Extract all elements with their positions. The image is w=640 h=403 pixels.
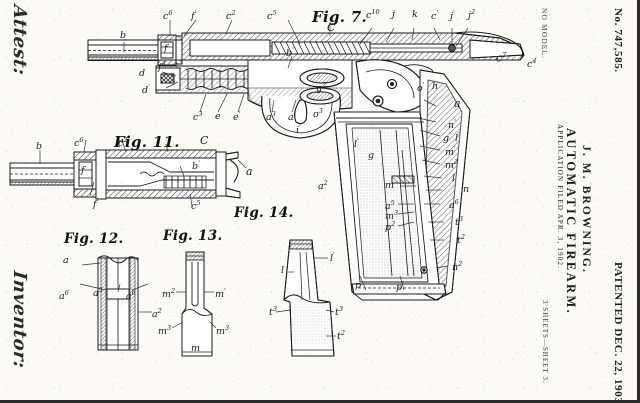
- ref-fig7-n2: n2: [452, 260, 463, 274]
- ref-fig7-m: m: [385, 180, 395, 191]
- inventor-name: J. M. BROWNING.: [580, 145, 592, 274]
- ref-fig14-t3r: t3: [335, 305, 343, 319]
- ref-fig11-a: a: [246, 165, 253, 178]
- ref-fig7-lp2: l': [455, 131, 460, 145]
- ref-fig7-b: b: [120, 30, 127, 41]
- ref-fig7-c10: c10: [366, 8, 380, 22]
- ref-fig7-k: k: [412, 9, 418, 20]
- ref-fig7-p: p: [355, 280, 362, 291]
- ref-fig7-pp: p': [396, 280, 404, 294]
- ref-fig7-a3: a3: [266, 110, 276, 124]
- ref-fig7-j2: j2: [468, 8, 476, 22]
- no-model-note: NO MODEL.: [540, 8, 549, 60]
- attest-signature: Attest:: [9, 3, 30, 77]
- ref-fig11-c5: c5: [191, 199, 201, 213]
- figure-caption-fig13: Fig. 13.: [163, 228, 223, 244]
- ref-fig13-m: m: [191, 343, 201, 354]
- ref-fig7-m2: m2: [445, 158, 459, 172]
- ref-fig7-lp: l': [354, 137, 359, 151]
- figure-caption-fig11: Fig. 11.: [114, 133, 180, 151]
- ref-fig11-f: f: [81, 165, 85, 176]
- ref-fig7-t2: t2: [457, 233, 465, 247]
- figure-caption-fig7: Fig. 7.: [312, 8, 368, 26]
- ref-fig7-mp: m': [445, 145, 456, 159]
- ref-fig7-e: e: [215, 111, 221, 122]
- ref-letter: c: [163, 11, 169, 23]
- ref-fig7-p2: p2: [385, 220, 396, 234]
- ref-fig7-n: n: [463, 184, 470, 195]
- ref-fig7-jp: j': [450, 9, 455, 23]
- ref-fig7-c7: c7: [496, 51, 507, 65]
- ref-fig11-c6: c6: [74, 136, 84, 150]
- ref-fig7-ep: e': [233, 110, 241, 124]
- ref-fig7-m3: m3: [385, 209, 399, 223]
- patent-title: AUTOMATIC FIREARM.: [564, 128, 578, 316]
- ref-fig7-c5: c5: [267, 9, 277, 23]
- ref-fig14-t2: t2: [337, 329, 345, 343]
- patented-date: PATENTED DEC. 22, 1903.: [612, 262, 624, 403]
- ref-fig7-C: C: [327, 21, 336, 34]
- ref-fig7-f1: f': [191, 9, 197, 23]
- ref-fig7-a: a: [454, 97, 461, 110]
- ref-fig7-g2: g2: [316, 81, 327, 95]
- ref-fig7-t3: t3: [455, 215, 463, 229]
- ref-fig13-m3r: m3: [216, 324, 230, 338]
- ref-fig7-c4: c4: [527, 57, 537, 71]
- ref-fig7-np: n': [448, 118, 456, 132]
- ref-superscript: 6: [168, 9, 173, 17]
- ref-fig7-j: j: [392, 9, 395, 20]
- ref-fig14-t3l: t3: [269, 305, 277, 319]
- ref-fig12-a5: a5: [93, 286, 103, 300]
- ref-fig14-l: l: [281, 265, 285, 276]
- ref-fig12-a6l: a6: [59, 289, 69, 303]
- ref-fig7-c3: c3: [193, 110, 203, 124]
- ref-fig14-lp: l': [330, 251, 335, 265]
- patent-number: No. 747,585.: [612, 8, 624, 73]
- ref-fig7-bp: b': [286, 46, 294, 60]
- ref-fig12-a6r: a6: [126, 289, 136, 303]
- ref-fig11-fp: f': [93, 197, 99, 211]
- ref-fig7-g: g: [368, 150, 375, 161]
- ref-fig13-mp: m': [215, 287, 226, 301]
- ref-fig7-f: f: [164, 43, 168, 54]
- ref-fig7-op: o': [417, 81, 425, 95]
- ref-fig7-f3: f3: [158, 60, 166, 74]
- ref-fig13-m2: m2: [162, 287, 176, 301]
- ref-fig11-c2: c2: [118, 136, 128, 150]
- ref-fig7-ap: a': [288, 110, 296, 124]
- figure-caption-fig12: Fig. 12.: [64, 231, 124, 247]
- ref-fig11-C: C: [200, 134, 209, 147]
- ref-fig7-a6: a6: [449, 198, 459, 212]
- ref-fig11-bp: b': [192, 159, 200, 173]
- sheet-number: 3 SHEETS—SHEET 3.: [541, 300, 549, 384]
- ref-fig7-h: h: [432, 81, 439, 92]
- ref-fig13-m3l: m3: [158, 324, 172, 338]
- ref-fig7-dp: d': [142, 83, 150, 97]
- ref-fig11-b: b: [36, 141, 43, 152]
- application-date: APPLICATION FILED APR. 3, 1902.: [556, 124, 564, 270]
- ref-fig7-gp: g': [443, 131, 451, 145]
- ref-fig7-c2: c2: [226, 9, 236, 23]
- ref-fig7-o3: o3: [313, 107, 323, 121]
- ref-fig7-c6: c6: [163, 10, 172, 22]
- ref-fig7-a5: a5: [385, 199, 395, 213]
- inventor-signature: Inventor:: [9, 269, 30, 370]
- ref-fig7-l: l: [452, 173, 456, 184]
- ref-fig7-cp: c': [431, 9, 439, 23]
- ref-fig7-a2: a2: [318, 179, 328, 193]
- figure-caption-fig14: Fig. 14.: [234, 205, 294, 221]
- ref-fig7-ip: i': [296, 123, 301, 137]
- ref-fig12-a2: a2: [152, 307, 162, 321]
- ref-fig7-d: d: [139, 68, 146, 79]
- ref-fig12-a: a: [63, 255, 69, 266]
